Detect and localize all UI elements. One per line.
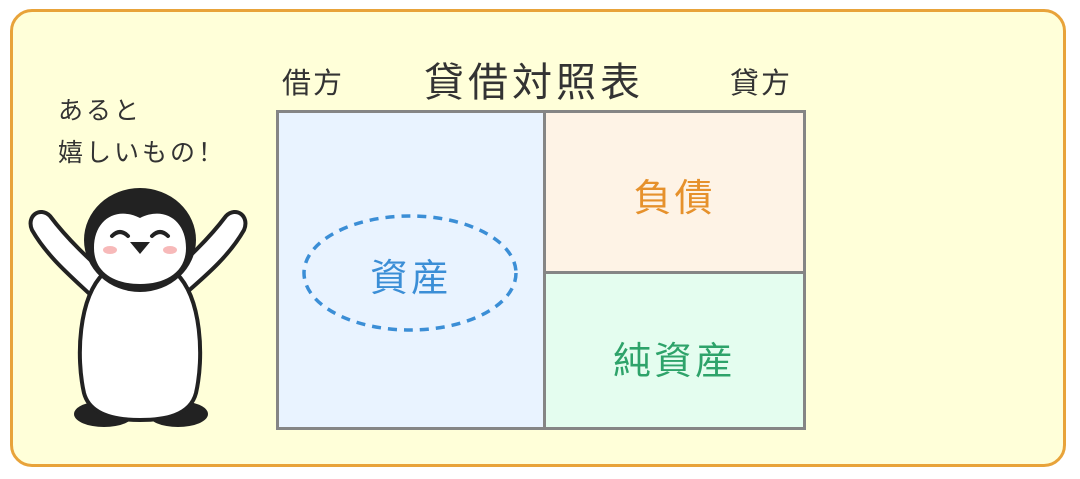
debit-label: 借方: [282, 66, 345, 100]
net-assets-label: 純資産: [612, 339, 736, 383]
penguin-icon: [28, 188, 248, 427]
dashed-oval: [302, 214, 518, 332]
liabilities-box: 負債: [546, 113, 803, 274]
net-assets-box: 純資産: [546, 274, 803, 427]
assets-box: 資産: [279, 113, 546, 427]
speech-line-2: 嬉しいもの！: [58, 138, 227, 167]
speech-line-1: あると: [58, 96, 143, 125]
assets-label: 資産: [369, 256, 452, 300]
credit-label: 貸方: [730, 66, 793, 100]
diagram-title: 貸借対照表: [424, 60, 644, 106]
speech-text: あると 嬉しいもの！: [58, 90, 226, 174]
balance-sheet: 資産 負債 純資産: [276, 110, 806, 430]
liabilities-label: 負債: [633, 176, 716, 220]
